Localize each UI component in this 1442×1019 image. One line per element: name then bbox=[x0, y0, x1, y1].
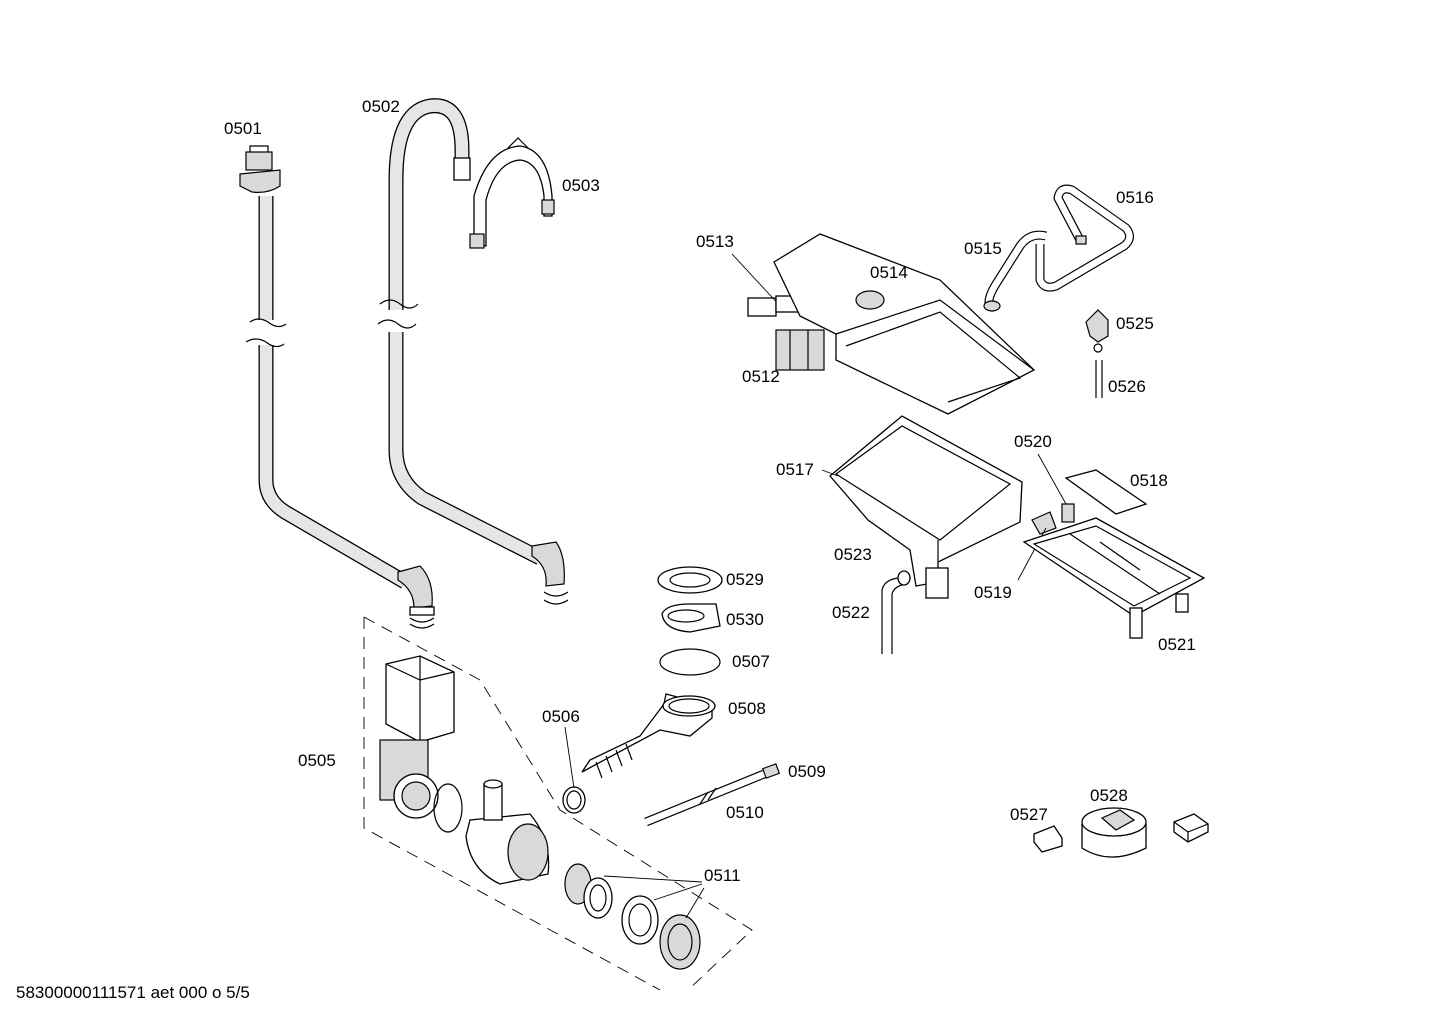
label-0506: 0506 bbox=[542, 707, 580, 726]
label-0517: 0517 bbox=[776, 460, 814, 479]
label-0530: 0530 bbox=[726, 610, 764, 629]
part-0526-tube bbox=[1095, 360, 1103, 398]
part-0503-hose-bracket bbox=[469, 137, 555, 249]
label-0502: 0502 bbox=[362, 97, 400, 116]
part-0502-drain-hose bbox=[377, 98, 569, 605]
part-0518-lid bbox=[1064, 469, 1148, 515]
part-0509-connector bbox=[761, 763, 781, 779]
label-0511: 0511 bbox=[704, 866, 741, 885]
part-0523-clamp bbox=[897, 570, 911, 586]
part-0521-dispenser-drawer bbox=[1022, 517, 1206, 639]
part-0519-siphon-cap bbox=[1017, 511, 1057, 581]
part-0516-hose bbox=[1035, 184, 1134, 292]
label-0512: 0512 bbox=[742, 367, 780, 386]
label-0513: 0513 bbox=[696, 232, 734, 251]
label-0522: 0522 bbox=[832, 603, 870, 622]
part-0511-filter-set bbox=[564, 863, 705, 970]
label-0516: 0516 bbox=[1116, 188, 1154, 207]
part-0506-hose-clamp bbox=[562, 726, 586, 814]
label-0528: 0528 bbox=[1090, 786, 1128, 805]
part-0530-seal bbox=[661, 603, 721, 633]
label-0518: 0518 bbox=[1130, 471, 1168, 490]
part-0525-connector bbox=[1085, 309, 1109, 353]
label-0523: 0523 bbox=[834, 545, 872, 564]
label-0505: 0505 bbox=[298, 751, 336, 770]
label-0515: 0515 bbox=[964, 239, 1002, 258]
label-0520: 0520 bbox=[1014, 432, 1052, 451]
label-0527: 0527 bbox=[1010, 805, 1048, 824]
part-0522-hose bbox=[881, 577, 907, 654]
label-0521: 0521 bbox=[1158, 635, 1196, 654]
label-0509: 0509 bbox=[788, 762, 826, 781]
label-0519: 0519 bbox=[974, 583, 1012, 602]
part-0501-inlet-hose bbox=[239, 145, 435, 629]
part-0512-valve bbox=[747, 297, 825, 371]
part-0510-hose bbox=[644, 769, 766, 827]
document-id: 58300000111571 aet 000 o 5/5 bbox=[16, 983, 250, 1002]
part-0508-sump-hose bbox=[581, 693, 716, 779]
label-0529: 0529 bbox=[726, 570, 764, 589]
label-0507: 0507 bbox=[732, 652, 770, 671]
leader-0517 bbox=[821, 469, 839, 477]
part-0505-pump-assembly bbox=[363, 616, 753, 991]
label-0514: 0514 bbox=[870, 263, 908, 282]
label-0501: 0501 bbox=[224, 119, 262, 138]
part-0528-cap bbox=[1081, 807, 1209, 858]
label-0526: 0526 bbox=[1108, 377, 1146, 396]
part-0520-siphon bbox=[1037, 453, 1075, 523]
label-0508: 0508 bbox=[728, 699, 766, 718]
label-0510: 0510 bbox=[726, 803, 764, 822]
part-0527-pad bbox=[1033, 825, 1063, 853]
part-0507-clamp-ring bbox=[659, 648, 721, 676]
part-0514-dispenser-top bbox=[773, 233, 1036, 415]
label-0503: 0503 bbox=[562, 176, 600, 195]
part-0529-gasket bbox=[657, 566, 723, 594]
part-0515-hose bbox=[983, 230, 1048, 312]
label-0525: 0525 bbox=[1116, 314, 1154, 333]
part-0517-dispenser-housing bbox=[829, 415, 1023, 599]
